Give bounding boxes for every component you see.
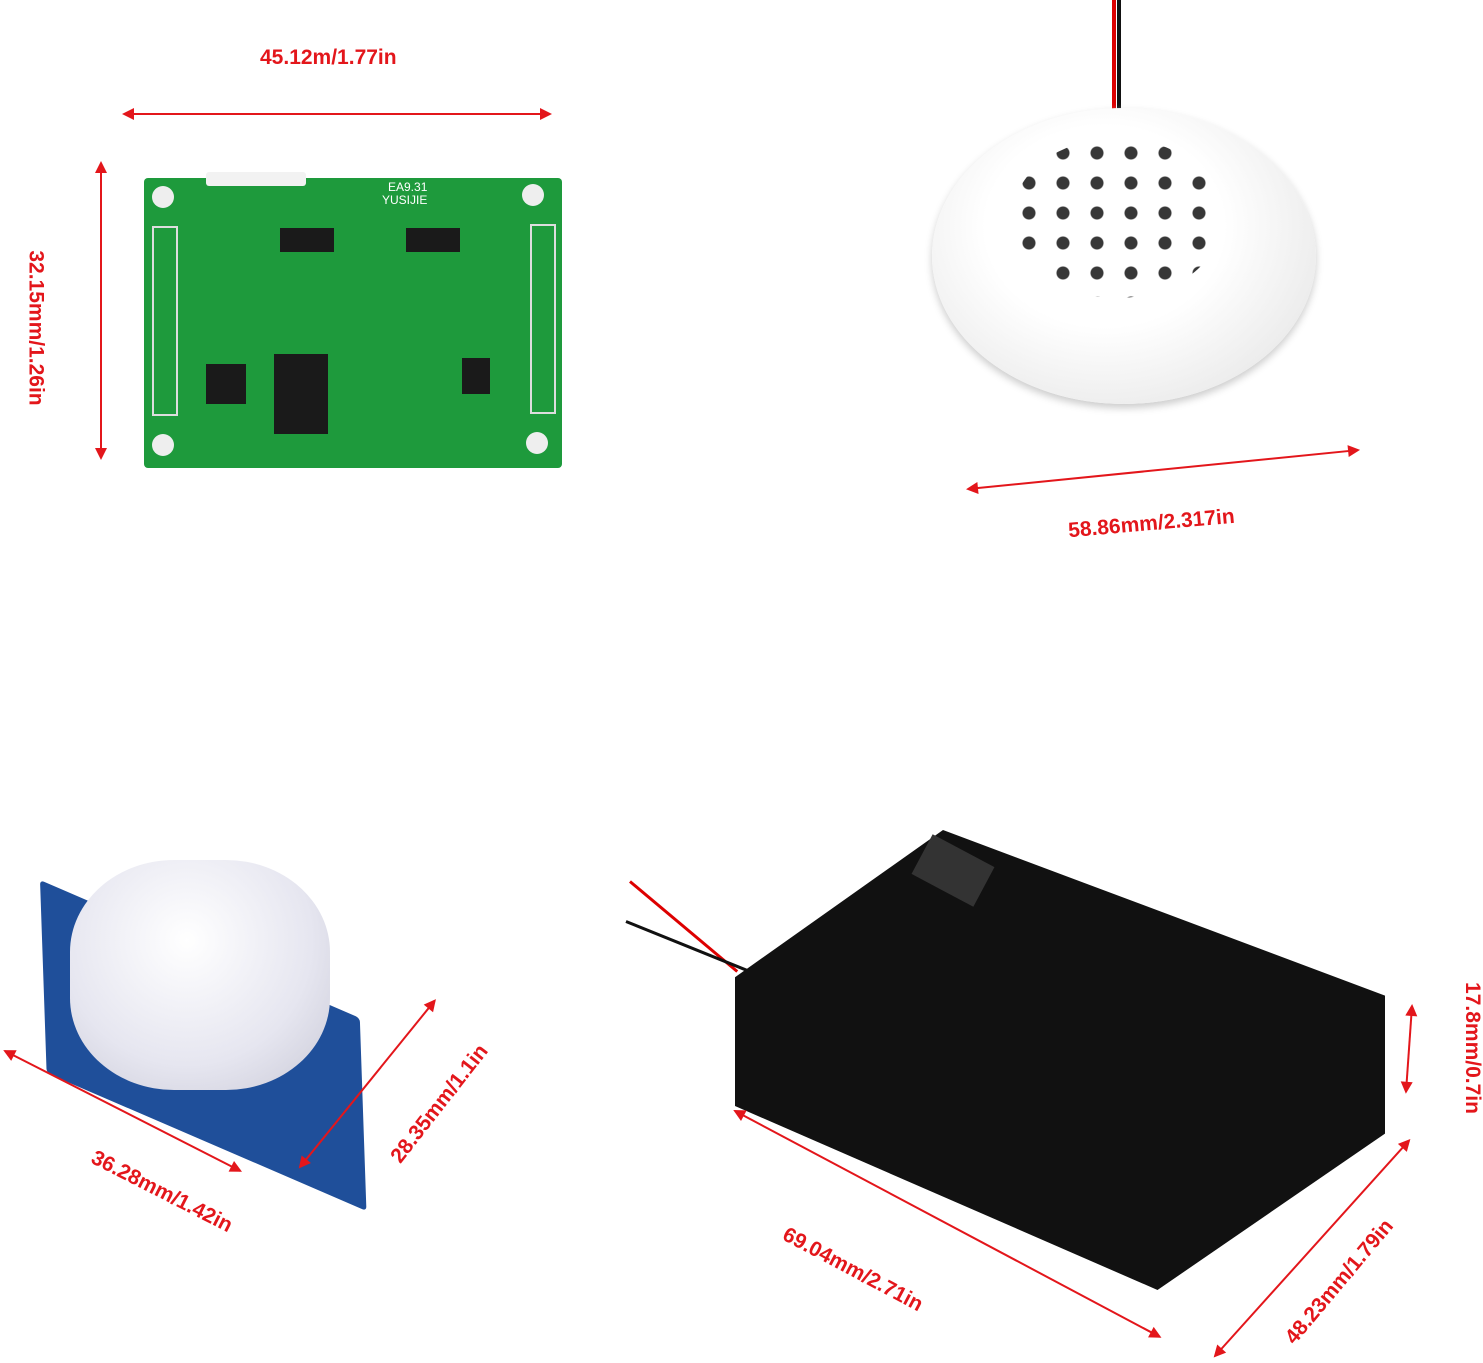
board-width-label: 45.12m/1.77in bbox=[260, 46, 397, 69]
silkscreen-text: YUSIJIE bbox=[382, 193, 428, 207]
speaker-wire bbox=[1112, 0, 1116, 110]
pir-width-label: 36.28mm/1.42in bbox=[87, 1146, 237, 1238]
battery-length-label: 69.04mm/2.71in bbox=[778, 1222, 927, 1317]
battery-height-arrow bbox=[1405, 1005, 1413, 1092]
speaker-diameter-label: 58.86mm/2.317in bbox=[1067, 504, 1236, 543]
pir-dome bbox=[70, 860, 330, 1090]
board-height-arrow bbox=[100, 163, 102, 458]
battery-height-label: 17.8mm/0.7in bbox=[1460, 982, 1483, 1114]
battery-width-label: 48.23mm/1.79in bbox=[1280, 1214, 1398, 1349]
sound-module-board: EA9.31 YUSIJIE bbox=[144, 172, 562, 468]
speaker bbox=[932, 108, 1316, 404]
battery-box bbox=[735, 830, 1385, 1290]
board-height-label: 32.15mm/1.26in bbox=[24, 250, 48, 406]
pir-depth-label: 28.35mm/1.1in bbox=[386, 1040, 493, 1168]
board-width-arrow bbox=[122, 108, 552, 120]
silkscreen-text: EA9.31 bbox=[388, 180, 428, 194]
speaker-diameter-arrow bbox=[967, 449, 1359, 490]
